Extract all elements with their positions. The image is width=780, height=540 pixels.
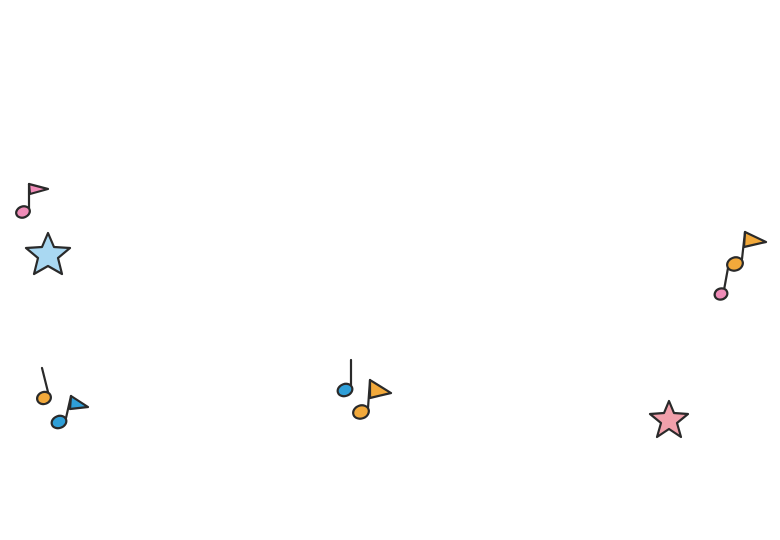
- orange-pink-note-pair-icon: [713, 230, 768, 301]
- blue-orange-note-pair-icon: [336, 358, 393, 420]
- orange-blue-note-pair-icon: [36, 366, 90, 430]
- rose-star-icon: [648, 399, 690, 439]
- light-blue-star-icon: [24, 231, 72, 276]
- pink-flag-note-icon: [15, 182, 50, 219]
